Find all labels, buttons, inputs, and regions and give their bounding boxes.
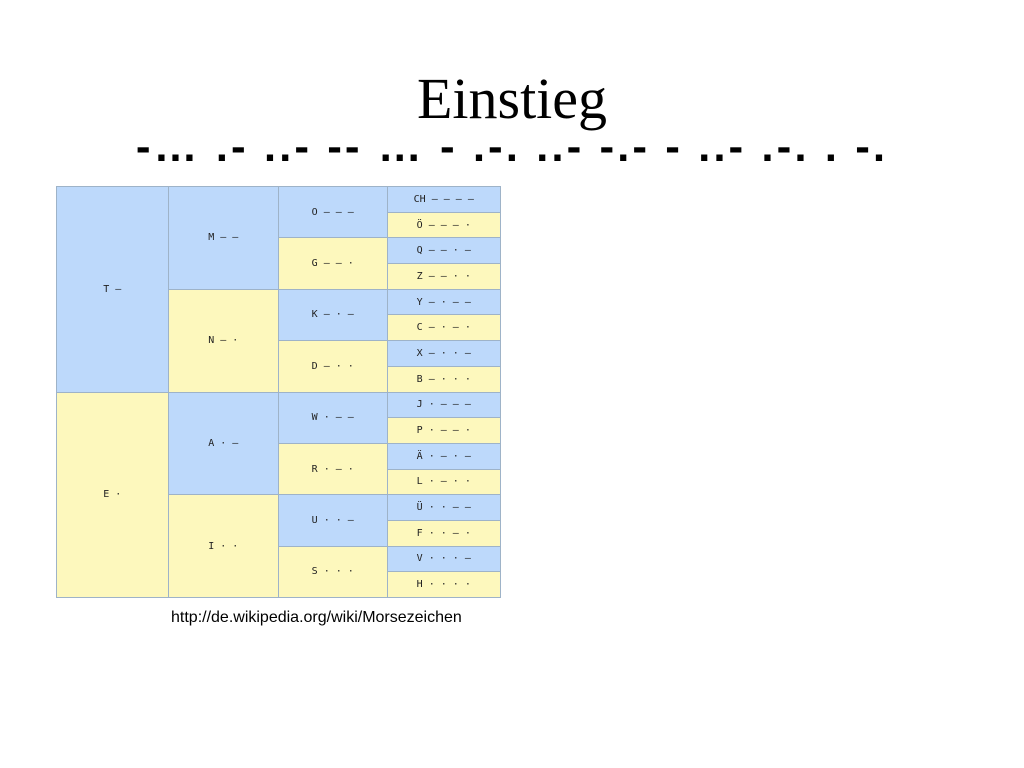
tree-cell-s: S · · · bbox=[279, 546, 388, 597]
morse-code-tree: T — E · M — — N — · A · — I · · O — — — … bbox=[56, 186, 501, 598]
tree-cell-u: U · · — bbox=[279, 495, 388, 547]
tree-cell-t: T — bbox=[57, 187, 169, 393]
tree-cell-r: R · — · bbox=[279, 443, 388, 496]
source-link[interactable]: http://de.wikipedia.org/wiki/Morsezeiche… bbox=[171, 609, 462, 626]
tree-level-4: CH — — — — Ö — — — · Q — — · — Z — — · ·… bbox=[387, 187, 500, 597]
slide-title: Einstieg bbox=[416, 66, 608, 131]
tree-cell-y: Y — · — — bbox=[387, 289, 500, 316]
tree-cell-m: M — — bbox=[168, 187, 279, 290]
tree-level-1: T — E · bbox=[57, 187, 169, 597]
tree-cell-ue: Ü · · — — bbox=[387, 495, 500, 521]
tree-cell-e: E · bbox=[57, 392, 169, 597]
tree-cell-n: N — · bbox=[168, 289, 279, 393]
tree-cell-q: Q — — · — bbox=[387, 238, 500, 265]
tree-cell-ae: Ä · — · — bbox=[387, 443, 500, 470]
tree-cell-v: V · · · — bbox=[387, 546, 500, 573]
tree-cell-l: L · — · · bbox=[387, 469, 500, 496]
tree-cell-w: W · — — bbox=[279, 392, 388, 444]
tree-cell-oe: Ö — — — · bbox=[387, 212, 500, 239]
tree-cell-f: F · · — · bbox=[387, 520, 500, 547]
tree-cell-z: Z — — · · bbox=[387, 264, 500, 290]
morse-code-line: -… .- ..- -- … - .-. ..- -.- - ..- .-. .… bbox=[135, 122, 889, 171]
tree-cell-d: D — · · bbox=[279, 341, 388, 393]
tree-cell-k: K — · — bbox=[279, 289, 388, 342]
tree-cell-h: H · · · · bbox=[387, 572, 500, 597]
tree-cell-p: P · — — · bbox=[387, 418, 500, 444]
tree-level-3: O — — — G — — · K — · — D — · · W · — — … bbox=[279, 187, 388, 597]
tree-cell-g: G — — · bbox=[279, 238, 388, 290]
tree-level-2: M — — N — · A · — I · · bbox=[168, 187, 279, 597]
tree-cell-o: O — — — bbox=[279, 187, 388, 239]
tree-cell-b: B — · · · bbox=[387, 366, 500, 393]
tree-cell-i: I · · bbox=[168, 495, 279, 597]
tree-cell-c: C — · — · bbox=[387, 315, 500, 342]
tree-cell-x: X — · · — bbox=[387, 341, 500, 367]
tree-cell-a: A · — bbox=[168, 392, 279, 496]
tree-cell-j: J · — — — bbox=[387, 392, 500, 419]
tree-cell-ch: CH — — — — bbox=[387, 187, 500, 213]
